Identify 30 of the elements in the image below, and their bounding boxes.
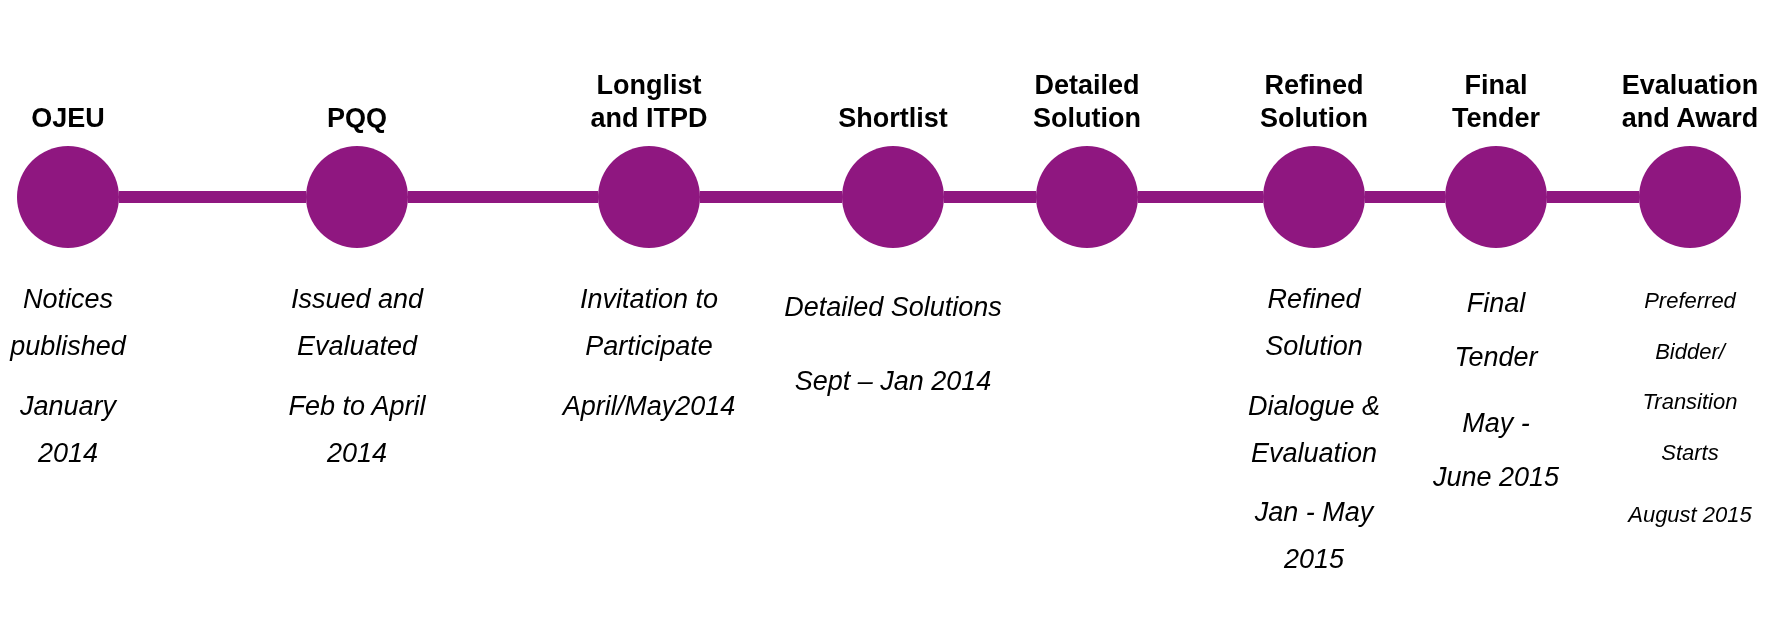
milestone-description: Dialogue & Evaluation: [1246, 389, 1382, 470]
milestone-description: Feb to April 2014: [287, 389, 427, 470]
connector-bar: [119, 191, 306, 203]
connector-bar: [1138, 191, 1263, 203]
milestone-heading: Shortlist: [838, 102, 948, 136]
connector-bar: [944, 191, 1036, 203]
milestone-heading: Final Tender: [1451, 68, 1541, 136]
milestone-heading: Detailed Solution: [1032, 68, 1142, 136]
milestone-description: April/May2014: [562, 389, 736, 423]
milestone-heading: OJEU: [31, 102, 105, 136]
connector-bar: [700, 191, 842, 203]
milestone-heading: Evaluation and Award: [1620, 68, 1760, 136]
milestone-description: Sept – Jan 2014: [794, 365, 992, 399]
milestone-heading: Longlist and ITPD: [589, 68, 709, 136]
connector-bar: [408, 191, 598, 203]
milestone-description: Invitation to Participate: [578, 283, 720, 364]
milestone-description: Issued and Evaluated: [289, 283, 425, 364]
milestone-heading: PQQ: [327, 102, 387, 136]
milestone-description: Detailed Solutions: [784, 291, 1002, 324]
milestone-heading: Refined Solution: [1259, 68, 1369, 136]
milestone-description: Preferred Bidder/ Transition Starts: [1641, 287, 1739, 467]
milestone-description: January 2014: [18, 389, 118, 470]
milestone-description: Refined Solution: [1264, 283, 1364, 364]
milestone-description: May - June 2015: [1431, 407, 1561, 494]
connector-bar: [1547, 191, 1639, 203]
connector-bar: [1365, 191, 1445, 203]
milestone-description: Jan - May 2015: [1253, 496, 1376, 577]
milestone-description: August 2015: [1628, 501, 1752, 530]
milestone-description: Notices published: [8, 283, 128, 364]
milestone-description: Final Tender: [1453, 287, 1540, 374]
